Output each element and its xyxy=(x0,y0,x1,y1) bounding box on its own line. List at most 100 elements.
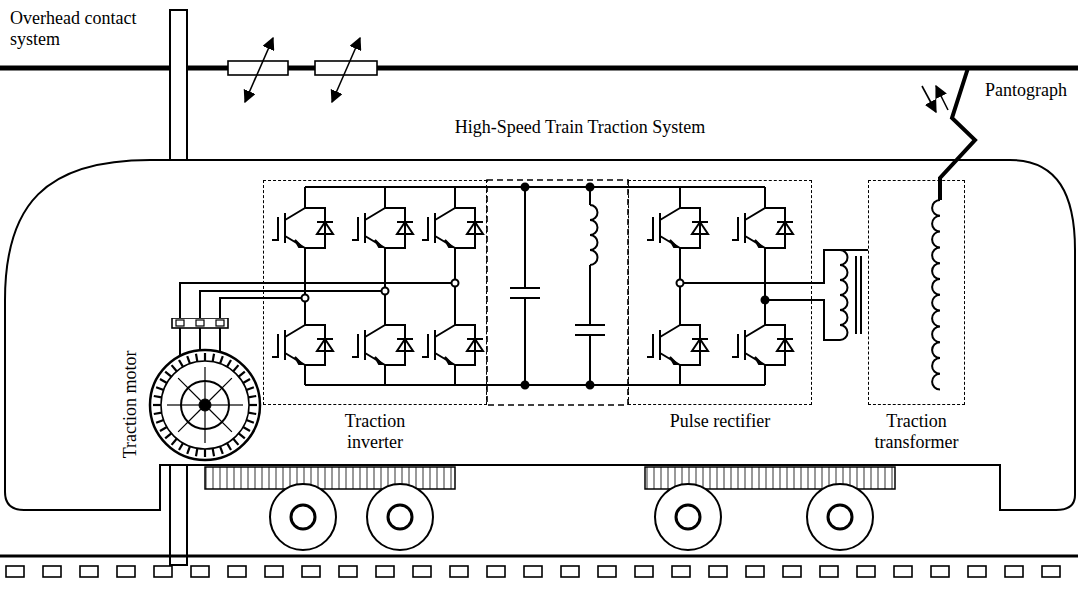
motor-symbol xyxy=(211,404,243,405)
motor-symbol xyxy=(172,439,177,445)
sleeper xyxy=(561,566,579,577)
motor-symbol xyxy=(160,379,167,383)
insulator xyxy=(245,38,273,102)
motor-symbol xyxy=(227,443,231,450)
diode-symbol xyxy=(385,325,413,365)
insulator xyxy=(315,61,377,75)
junction-dot xyxy=(762,297,769,304)
igbt-symbol xyxy=(445,357,452,364)
transformer-core xyxy=(856,256,861,334)
wheel xyxy=(367,484,433,550)
igbt-symbol xyxy=(732,208,765,248)
junction-dot xyxy=(382,288,389,295)
motor-symbol xyxy=(204,449,206,457)
igbt-symbol xyxy=(272,325,305,365)
igbt-symbol xyxy=(375,357,382,364)
rectifier-box: Pulse rectifier xyxy=(628,180,812,405)
inverter-box: Traction inverter xyxy=(263,180,487,405)
motor-symbol xyxy=(176,320,184,326)
diode-symbol xyxy=(455,208,483,248)
motor-symbol xyxy=(204,367,205,399)
diode-symbol xyxy=(765,325,793,365)
sleeper xyxy=(80,566,98,577)
dc-link-box xyxy=(487,180,628,405)
overhead-wire xyxy=(0,68,1078,69)
dc-link-box xyxy=(487,180,628,405)
motor-symbol xyxy=(233,365,238,371)
diode-symbol xyxy=(385,208,413,248)
igbt-symbol xyxy=(647,325,680,365)
motor-symbol xyxy=(227,360,231,367)
wheel xyxy=(270,484,873,550)
motor-symbol xyxy=(172,318,228,328)
bridge-leg xyxy=(304,187,306,385)
sleeper xyxy=(154,566,172,577)
motor-symbol xyxy=(196,354,197,362)
motor-symbol xyxy=(196,320,204,326)
motor-symbol xyxy=(172,365,177,371)
motor-symbol xyxy=(196,448,197,456)
motor-symbol xyxy=(233,439,238,445)
junction-dot xyxy=(677,280,684,287)
igbt-symbol xyxy=(295,357,302,364)
sleeper xyxy=(857,566,875,577)
junction-dot xyxy=(452,280,459,287)
bridge-leg xyxy=(384,187,386,385)
motor-symbol xyxy=(154,396,162,397)
sleeper xyxy=(968,566,986,577)
coil-winding xyxy=(932,200,940,390)
diagram-title: High-Speed Train Traction System xyxy=(380,117,780,138)
sleeper xyxy=(43,566,61,577)
igbt-symbol xyxy=(352,325,385,365)
bogie-frame xyxy=(205,467,455,489)
sleeper xyxy=(191,566,209,577)
node-label: Traction motor xyxy=(120,339,141,469)
sleeper xyxy=(487,566,505,577)
sleeper xyxy=(1005,566,1023,577)
igbt-symbol xyxy=(755,357,762,364)
sleeper xyxy=(820,566,838,577)
circuit-wiring xyxy=(200,184,940,390)
igbt-symbol xyxy=(272,208,305,248)
motor-symbol xyxy=(248,413,256,414)
motor-symbol xyxy=(156,420,164,423)
igbt-symbol xyxy=(295,240,302,247)
circuit-wire xyxy=(812,250,868,283)
igbt-symbol xyxy=(422,325,455,365)
catenary-pole xyxy=(170,465,187,565)
motor-symbol xyxy=(167,404,199,405)
diode-symbol xyxy=(305,325,333,365)
motor-symbol xyxy=(239,433,245,438)
motor-symbol xyxy=(246,420,254,423)
motor-symbol xyxy=(209,409,232,432)
motor-symbol xyxy=(153,404,161,406)
coil-winding xyxy=(840,250,848,340)
motor-symbol xyxy=(179,443,183,450)
motor-symbol xyxy=(165,372,171,377)
sleeper xyxy=(117,566,135,577)
sleeper xyxy=(6,566,24,577)
node-label: Traction transformer xyxy=(857,411,977,452)
sleeper xyxy=(1042,566,1060,577)
sleeper xyxy=(450,566,468,577)
motor-symbol xyxy=(246,387,254,390)
motor-symbol xyxy=(187,446,190,454)
sleeper xyxy=(376,566,394,577)
sleeper xyxy=(598,566,616,577)
motor-node: Traction motor xyxy=(118,318,263,465)
igbt-symbol xyxy=(670,357,677,364)
wheel xyxy=(388,505,412,529)
sleeper xyxy=(672,566,690,577)
motor-symbol xyxy=(243,379,250,383)
junction-dot xyxy=(522,382,529,389)
diode-symbol xyxy=(765,208,793,248)
motor-symbol xyxy=(213,448,214,456)
sleeper xyxy=(931,566,949,577)
sleeper xyxy=(302,566,320,577)
motor-symbol xyxy=(179,360,183,367)
catenary-pole xyxy=(170,10,187,160)
rail xyxy=(0,555,1078,558)
sleeper xyxy=(413,566,431,577)
dc-rail xyxy=(305,187,765,385)
train-body xyxy=(5,160,1075,510)
